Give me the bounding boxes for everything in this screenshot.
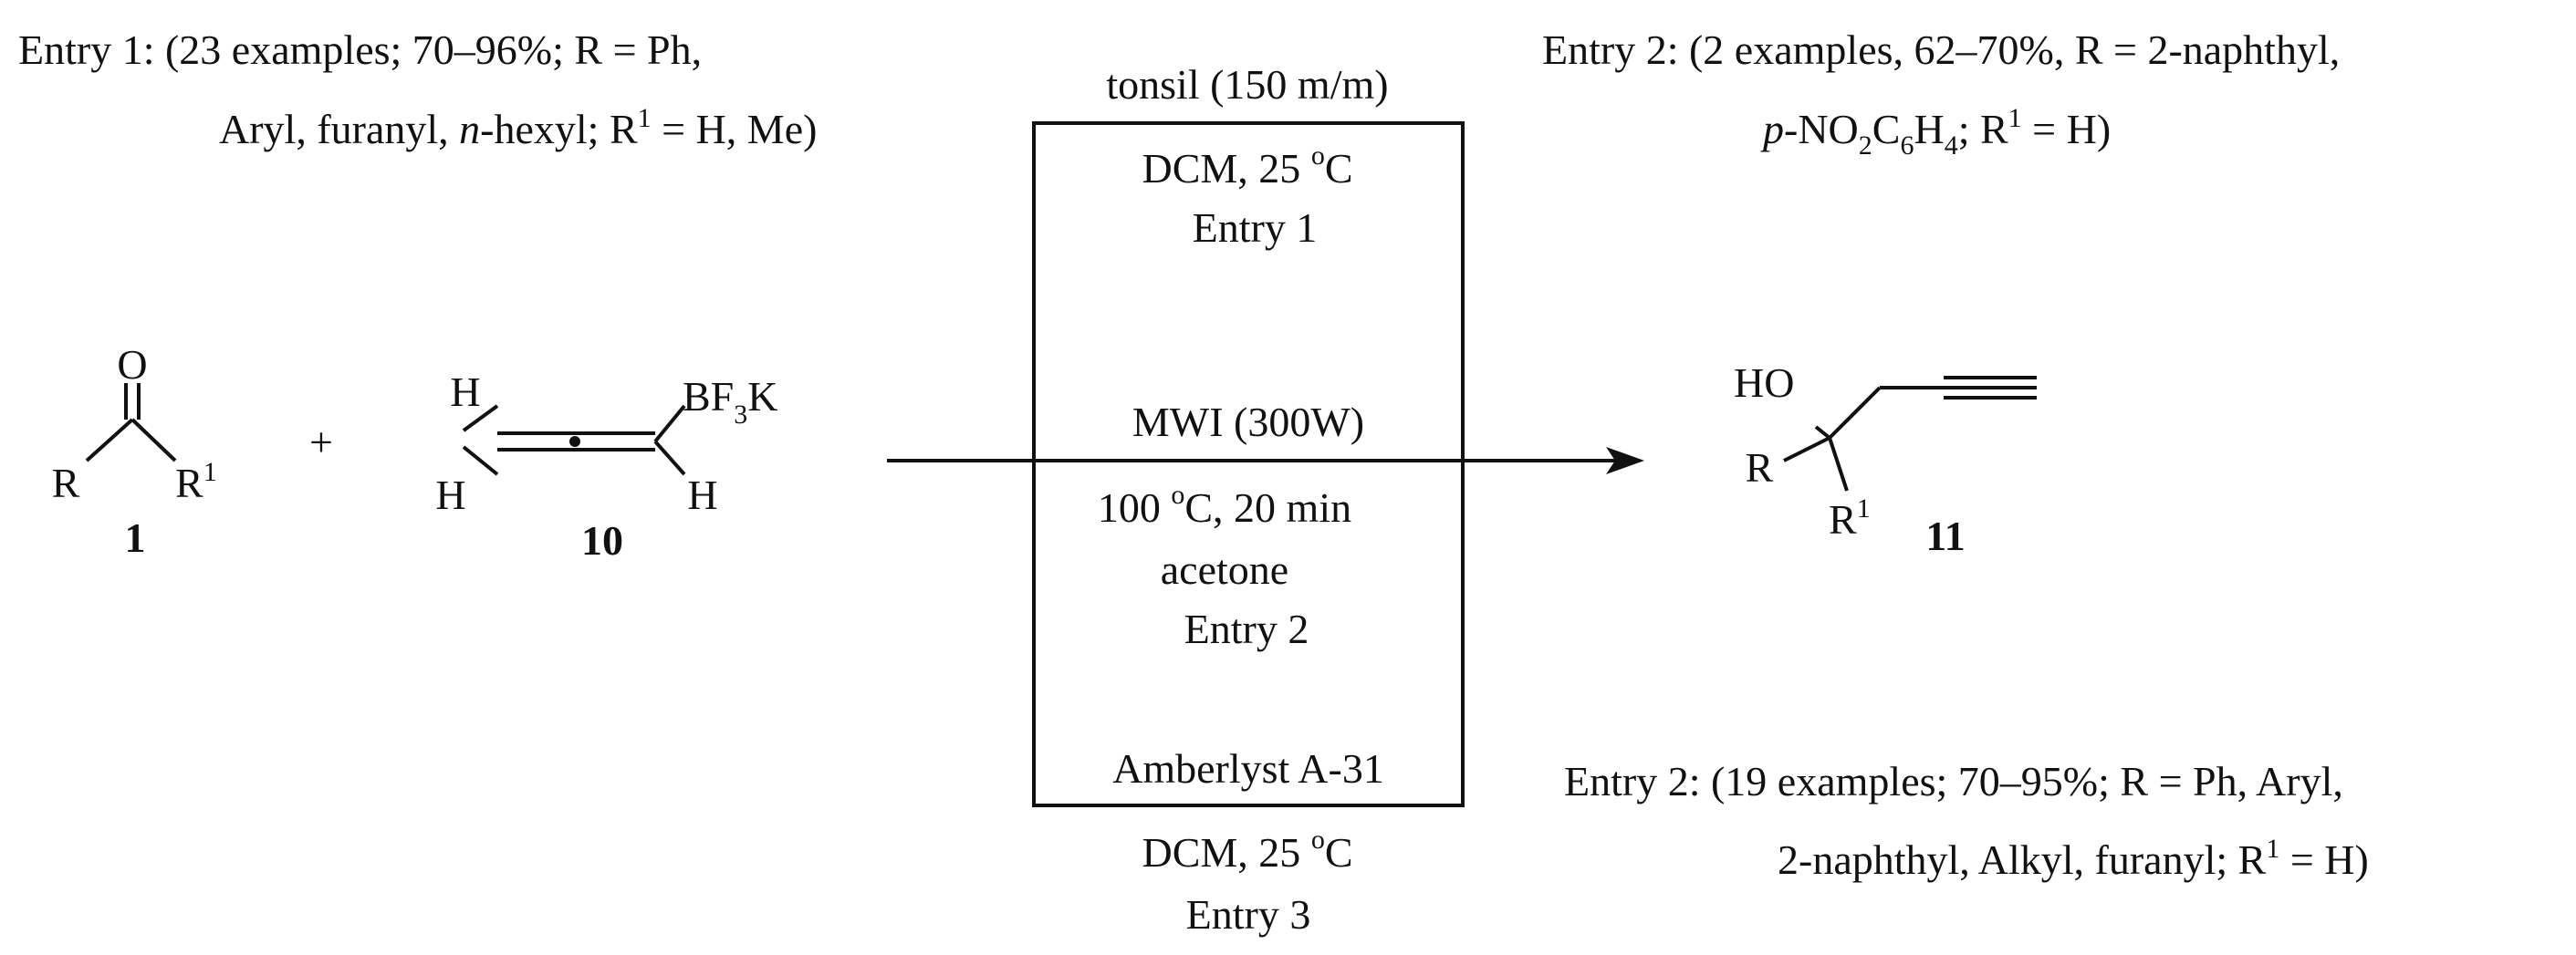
plus-sign: +: [309, 419, 333, 465]
ketone-r: R: [52, 460, 80, 506]
allenyl-borate-structure: H H H BF3K 10: [435, 369, 777, 564]
compound-number-1: 1: [125, 514, 146, 561]
reaction-arrow: [887, 447, 1644, 474]
reagent-box-labels: tonsil (150 m/m) DCM, 25 oC Entry 1 MWI …: [1098, 61, 1389, 938]
allene-h2: H: [435, 472, 465, 518]
entry2-bottom-note: Entry 2: (19 examples; 70–95%; R = Ph, A…: [1564, 758, 2369, 883]
entry3-conditions: DCM, 25 oC: [1142, 825, 1353, 876]
entry3-label: Entry 3: [1186, 891, 1311, 938]
product-r: R: [1746, 444, 1774, 491]
entry1-note-line2: Aryl, furanyl, n-hexyl; R1 = H, Me): [219, 103, 817, 152]
ketone-oxygen: O: [117, 341, 147, 388]
reagent-box: [1032, 121, 1465, 807]
entry2-bottom-note-line2: 2-naphthyl, Alkyl, furanyl; R1 = H): [1778, 834, 2369, 883]
entry2-top-note-line2: p-NO2C6H4; R1 = H): [1760, 103, 2111, 161]
ketone-r1: R1: [175, 457, 217, 506]
entry2-temperature: 100 oC, 20 min: [1098, 480, 1351, 531]
allene-h3: H: [687, 472, 717, 518]
amberlyst-label: Amberlyst A-31: [1112, 745, 1384, 792]
mwi-label: MWI (300W): [1132, 399, 1364, 445]
entry1-note: Entry 1: (23 examples; 70–96%; R = Ph, A…: [18, 26, 817, 152]
tonsil-label: tonsil (150 m/m): [1106, 61, 1388, 108]
entry2-label: Entry 2: [1184, 606, 1309, 652]
bf3k-label: BF3K: [683, 373, 778, 430]
entry2-top-note-line1: Entry 2: (2 examples, 62–70%, R = 2-naph…: [1542, 26, 2340, 73]
compound-number-10: 10: [581, 517, 623, 564]
entry2-top-note: Entry 2: (2 examples, 62–70%, R = 2-naph…: [1542, 26, 2340, 161]
acetone-label: acetone: [1161, 546, 1288, 593]
ketone-structure: O R R1 1: [52, 341, 217, 561]
entry1-note-line1: Entry 1: (23 examples; 70–96%; R = Ph,: [18, 26, 702, 73]
allene-h1: H: [450, 369, 480, 415]
entry2-bottom-note-line1: Entry 2: (19 examples; 70–95%; R = Ph, A…: [1564, 758, 2343, 804]
product-r1: R1: [1829, 493, 1871, 543]
product-ho: HO: [1734, 359, 1794, 406]
entry1-label: Entry 1: [1193, 204, 1318, 251]
entry1-conditions: DCM, 25 oC: [1142, 140, 1353, 192]
product-structure: HO R R1 11: [1734, 359, 2037, 559]
compound-number-11: 11: [1925, 513, 1965, 559]
